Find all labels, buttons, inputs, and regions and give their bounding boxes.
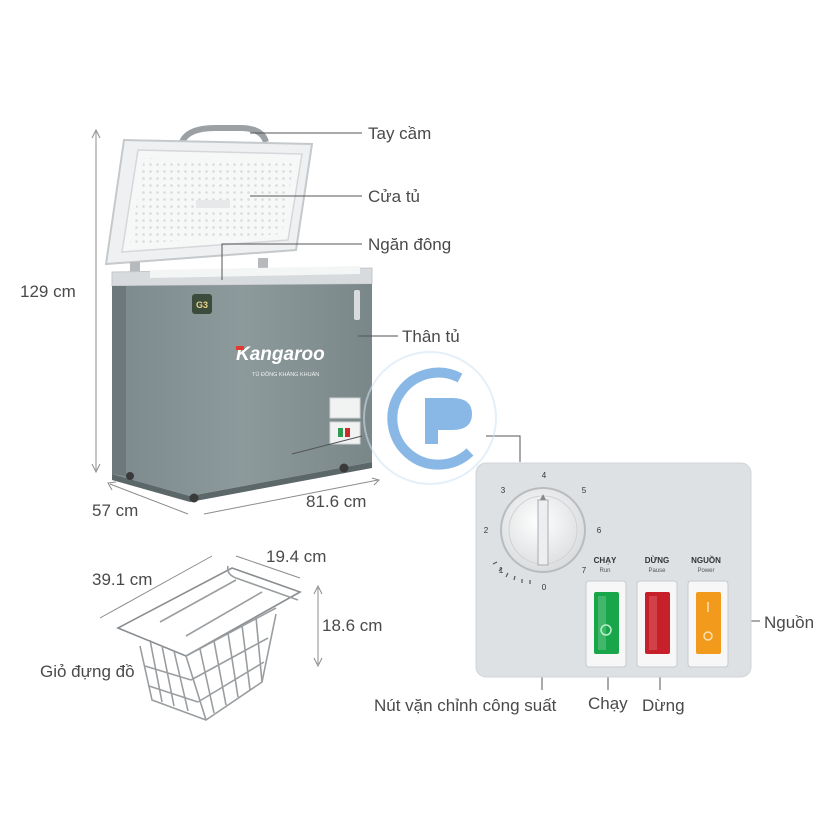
body-label: Thân tủ [402, 327, 460, 346]
run-callout-label: Chạy [588, 694, 628, 713]
power-switch-label: NGUỒN [691, 555, 721, 565]
depth-dimension: 57 cm [92, 501, 139, 520]
power-switch-sublabel: Power [697, 568, 714, 574]
watermark-logo [363, 351, 497, 485]
power-switch[interactable] [687, 580, 729, 668]
handle [179, 125, 269, 144]
height-dimension: 129 cm [20, 282, 76, 301]
stop-switch-label: DỪNG [645, 556, 669, 565]
door-label: Cửa tủ [368, 187, 421, 206]
stop-switch-sublabel: Pause [648, 568, 666, 574]
knob-callout-label: Nút vặn chỉnh công suất [374, 696, 557, 715]
run-switch-sublabel: Run [599, 568, 610, 574]
dial-number-6: 6 [597, 526, 602, 535]
freezer-illustration: G3 Kangaroo TỦ ĐÔNG KHÁNG KHUẨN [104, 125, 373, 503]
brand-subtitle: TỦ ĐÔNG KHÁNG KHUẨN [252, 371, 319, 378]
dial-number-0: 0 [542, 583, 547, 592]
power-callout-label: Nguồn [764, 613, 815, 632]
dial-number-5: 5 [582, 486, 587, 495]
basket-length: 39.1 cm [92, 570, 153, 589]
dial-number-3: 3 [501, 486, 506, 495]
handle-label: Tay cầm [368, 124, 432, 143]
run-switch[interactable] [585, 580, 627, 668]
basket-width: 19.4 cm [266, 547, 327, 566]
basket-dimension-lines [99, 555, 323, 668]
run-switch-label: CHẠY [594, 556, 617, 565]
freezer-door [104, 138, 314, 266]
width-dimension: 81.6 cm [306, 492, 367, 511]
compartment-label: Ngăn đông [368, 235, 452, 254]
g3-badge [192, 294, 212, 314]
dial-scale [492, 561, 531, 584]
basket-height: 18.6 cm [322, 616, 383, 635]
control-panel: 0 1 2 3 4 5 6 7 CHẠY Run DỪNG Pause NGUỒ… [475, 462, 752, 678]
basket-label: Giỏ đựng đồ [40, 662, 135, 681]
dial-number-4: 4 [542, 471, 547, 480]
dial-number-7: 7 [582, 566, 587, 575]
stop-callout-label: Dừng [642, 696, 685, 715]
storage-basket [116, 565, 302, 721]
badge-text: G3 [196, 300, 208, 310]
dial-number-1: 1 [499, 566, 504, 575]
freezer-body [112, 284, 372, 496]
stop-switch[interactable] [636, 580, 678, 668]
dimension-lines [91, 128, 380, 515]
dial-number-2: 2 [484, 526, 489, 535]
brand-logo: Kangaroo [236, 344, 325, 365]
